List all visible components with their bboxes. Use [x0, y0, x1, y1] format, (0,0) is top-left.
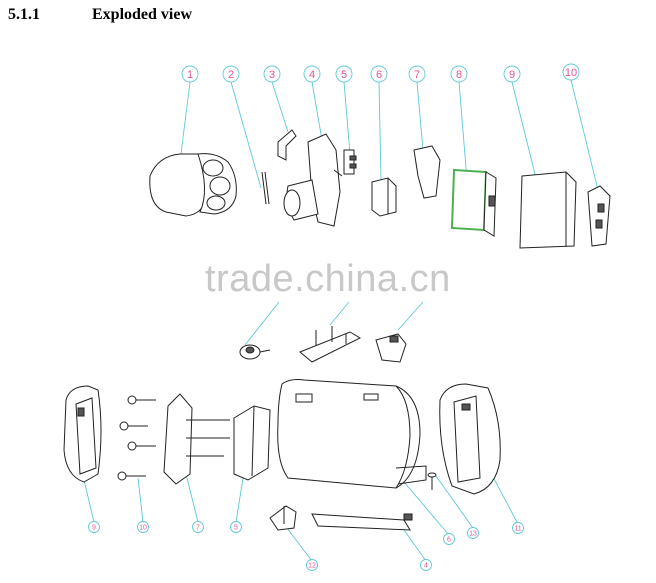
bottom-callout-7: 12 [306, 559, 318, 571]
part-mounting-plate [163, 393, 230, 485]
bottom-callout-number: 5 [234, 525, 238, 532]
part-front-cap [439, 383, 501, 495]
section-number: 5.1.1 [8, 6, 40, 23]
section-title: Exploded view [92, 6, 193, 23]
top-callout-number: 10 [565, 67, 577, 79]
bottom-callout-9: 11 [512, 522, 524, 534]
top-callout-circle [303, 65, 321, 83]
top-callout-3: 3 [263, 65, 281, 83]
top-callout-circle [263, 65, 281, 83]
top-part-label-group: 1 2 3 4 5 6 7 8 9 10 [181, 63, 580, 83]
part-main-body [277, 379, 427, 489]
top-callout-5: 5 [335, 65, 353, 83]
part-battery-pack [233, 405, 271, 481]
part-small-bracket [277, 129, 297, 161]
bottom-callout-6: 13 [467, 527, 479, 539]
bottom-callout-5: 6 [443, 533, 455, 545]
top-callout-number: 5 [341, 69, 347, 81]
top-callout-number: 7 [414, 69, 420, 81]
bottom-callout-circle [420, 559, 432, 571]
top-callout-7: 7 [408, 65, 426, 83]
part-screws [117, 395, 156, 481]
bottom-callout-2: 10 [137, 521, 149, 533]
top-callout-number: 4 [309, 69, 315, 81]
part-strip [311, 513, 413, 531]
top-callout-number: 1 [187, 69, 193, 81]
bottom-leader-lines [83, 301, 519, 562]
bottom-callout-1: 9 [88, 521, 100, 533]
bottom-callout-3: 7 [192, 521, 204, 533]
bottom-callout-number: 9 [92, 525, 96, 532]
top-callout-9: 9 [503, 65, 521, 83]
part-rail [299, 326, 362, 363]
top-callout-circle [450, 65, 468, 83]
bottom-callout-number: 6 [447, 537, 451, 544]
top-callout-circle [503, 65, 521, 83]
bottom-callout-8: 4 [420, 559, 432, 571]
top-callout-6: 6 [370, 65, 388, 83]
bottom-callout-circle [230, 521, 242, 533]
part-block [371, 177, 397, 217]
bottom-callout-number: 4 [424, 563, 428, 570]
bottom-callout-circle [137, 521, 149, 533]
top-callout-circle [408, 65, 426, 83]
top-callout-circle [370, 65, 388, 83]
top-callout-circle [335, 65, 353, 83]
top-callout-circle [181, 65, 199, 83]
bottom-callout-circle [88, 521, 100, 533]
bottom-callout-number: 13 [469, 531, 477, 538]
watermark-text: trade.china.cn [205, 258, 451, 300]
bottom-callout-circle [467, 527, 479, 539]
bottom-callout-circle [512, 522, 524, 534]
part-battery-box [519, 171, 577, 249]
bottom-callout-number: 10 [139, 525, 147, 532]
top-callout-circle [222, 65, 240, 83]
top-callout-1: 1 [181, 65, 199, 83]
bottom-callout-4: 5 [230, 521, 242, 533]
top-callout-2: 2 [222, 65, 240, 83]
bottom-callout-number: 7 [196, 525, 200, 532]
part-rear-cover [63, 385, 102, 483]
part-back-plate [587, 185, 611, 247]
top-callout-number: 9 [509, 69, 515, 81]
part-connector [343, 149, 357, 175]
top-callout-8: 8 [450, 65, 468, 83]
bottom-part-label-group: 9 10 7 5 6 13 12 4 11 [88, 521, 524, 571]
part-knob [239, 344, 271, 360]
part-latch [269, 505, 297, 531]
part-curved-bracket [413, 145, 441, 199]
part-small-screw [427, 472, 437, 490]
part-clip [375, 333, 407, 363]
bottom-callout-circle [443, 533, 455, 545]
top-callout-10: 10 [562, 63, 580, 81]
section-heading: 5.1.1 Exploded view [8, 6, 192, 24]
part-circuit-board [450, 168, 497, 237]
top-callout-number: 8 [456, 69, 462, 81]
part-lens-body [283, 133, 343, 227]
top-callout-number: 3 [269, 69, 275, 81]
bottom-callout-number: 11 [514, 526, 521, 533]
bottom-callout-circle [306, 559, 318, 571]
bottom-callout-circle [192, 521, 204, 533]
top-leader-lines [179, 79, 599, 191]
bottom-callout-number: 12 [308, 563, 316, 570]
top-callout-circle [562, 63, 580, 81]
part-gasket [261, 171, 267, 205]
part-front-housing [149, 153, 237, 217]
top-callout-number: 2 [228, 69, 234, 81]
top-callout-number: 6 [376, 69, 382, 81]
top-callout-4: 4 [303, 65, 321, 83]
